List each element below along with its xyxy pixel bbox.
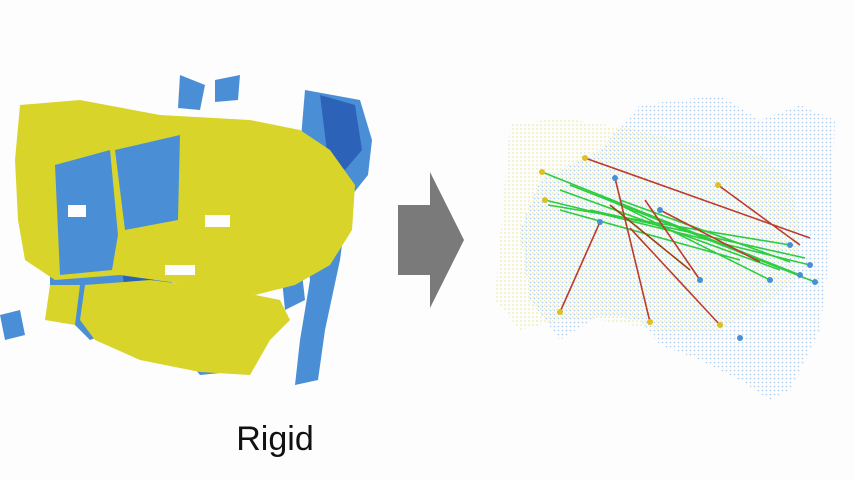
right-arrow-icon (398, 172, 464, 308)
keypoint (715, 182, 721, 188)
outlier-match (559, 221, 601, 313)
unaligned-point-clouds (0, 75, 372, 385)
inlier-match (541, 171, 801, 276)
outlier-match (717, 184, 801, 246)
keypoint (539, 169, 545, 175)
inlier-match (559, 209, 741, 261)
keypoints (539, 155, 818, 341)
inlier-match (599, 194, 771, 281)
correspondence-point-clouds (495, 95, 835, 400)
keypoint (542, 197, 548, 203)
source-cloud-sparse (495, 118, 800, 330)
keypoint (582, 155, 588, 161)
keypoint (697, 277, 703, 283)
keypoint (657, 207, 663, 213)
source-cloud-holes (55, 135, 180, 275)
keypoint (737, 335, 743, 341)
keypoint (797, 272, 803, 278)
outlier-match (644, 199, 701, 281)
keypoint (812, 279, 818, 285)
correspondence-lines (541, 157, 816, 326)
keypoint (647, 319, 653, 325)
outlier-match (609, 204, 691, 271)
outlier-match (659, 209, 761, 263)
keypoint (767, 277, 773, 283)
keypoint (807, 262, 813, 268)
keypoint (717, 322, 723, 328)
source-cloud-windows (68, 205, 230, 275)
inlier-match (619, 199, 791, 263)
keypoint (787, 242, 793, 248)
outlier-match (614, 177, 651, 323)
caption-rigid: Rigid (236, 420, 314, 458)
keypoint (597, 219, 603, 225)
keypoint (557, 309, 563, 315)
keypoint (612, 175, 618, 181)
outlier-match (629, 227, 721, 326)
